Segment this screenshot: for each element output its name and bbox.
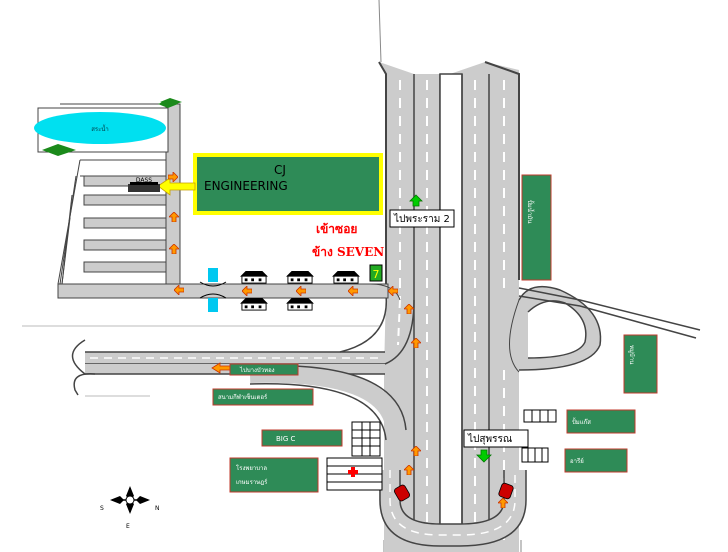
house-icon [240,271,268,284]
factory-sign: DASS [136,177,152,184]
lake-label: สระน้ำ [91,123,109,133]
house-icon [332,271,360,284]
hospital-building-icon [326,457,383,491]
hospital-label-line2: เกษมราษฎร์ [236,478,268,486]
direction-down-icon [476,449,492,463]
factory-icon: DASS [128,177,160,192]
enter-soi-line2: ข้าง SEVEN [312,245,384,259]
bangyai-label: ไปบางบัวทอง [239,366,275,374]
soi-road-network [57,103,401,301]
company-name-line2: ENGINEERING [204,179,288,193]
right-interchange [339,285,701,373]
lake-area: สระน้ำ [34,98,182,156]
aree-box: อารีย์ [564,448,628,473]
compass-icon: S N E [100,486,160,530]
compass-east: E [126,523,130,530]
big-c-sign: BIG C [261,429,343,447]
lake [34,112,166,144]
hospital-sign: โรงพยาบาล เกษมราษฎร์ [229,457,319,493]
company-name-line1: CJ [274,163,286,177]
right-mid-box: หมู่บ้าน [623,334,658,394]
compass-south: S [100,505,104,512]
house-icon [286,271,314,284]
car-icon [394,484,410,502]
tree-icon [42,144,76,156]
bridge-icon [199,268,227,312]
hospital-label-line1: โรงพยาบาล [236,464,267,472]
big-c-label: BIG C [276,435,296,443]
to-rama2-sign: ไปพระราม 2 [389,209,455,228]
enter-soi-line1: เข้าซอย [316,222,357,236]
big-c-building-icon [351,421,381,457]
compass-north: N [155,505,160,512]
bangyai-sign: ไปบางบัวทอง [229,363,299,376]
sanam-kila-label: สนามกีฬาเซ็นเตอร์ [218,392,268,401]
sanam-kila-sign: สนามกีฬาเซ็นเตอร์ [212,388,314,406]
gas-station-label: ปั้มแก๊ส [572,416,591,426]
seven-eleven-badge: 7 [369,264,383,282]
seven-badge-text: 7 [373,268,380,281]
car-icon [498,482,514,500]
right-building-icon [521,409,557,463]
tree-icon [158,98,182,108]
right-tall-top-label: ปั้มน้ำมัน [526,200,536,223]
house-icon [286,298,314,311]
gas-station-box: ปั้มแก๊ส [566,409,636,434]
to-rama2-label: ไปพระราม 2 [393,213,450,225]
cross-road [22,325,407,441]
u-turn-loop [379,470,527,547]
direction-up-icon [409,194,423,207]
to-suphan-label: ไปสุพรรณ [467,433,512,445]
cj-engineering-box: CJ ENGINEERING [193,153,383,215]
to-suphan-sign: ไปสุพรรณ [463,429,529,448]
right-mid-label: หมู่บ้าน [628,345,635,364]
main-highway [378,0,522,552]
right-tall-box: ปั้มน้ำมัน [521,174,552,281]
aree-label: อารีย์ [570,457,584,465]
house-icon [240,298,268,311]
